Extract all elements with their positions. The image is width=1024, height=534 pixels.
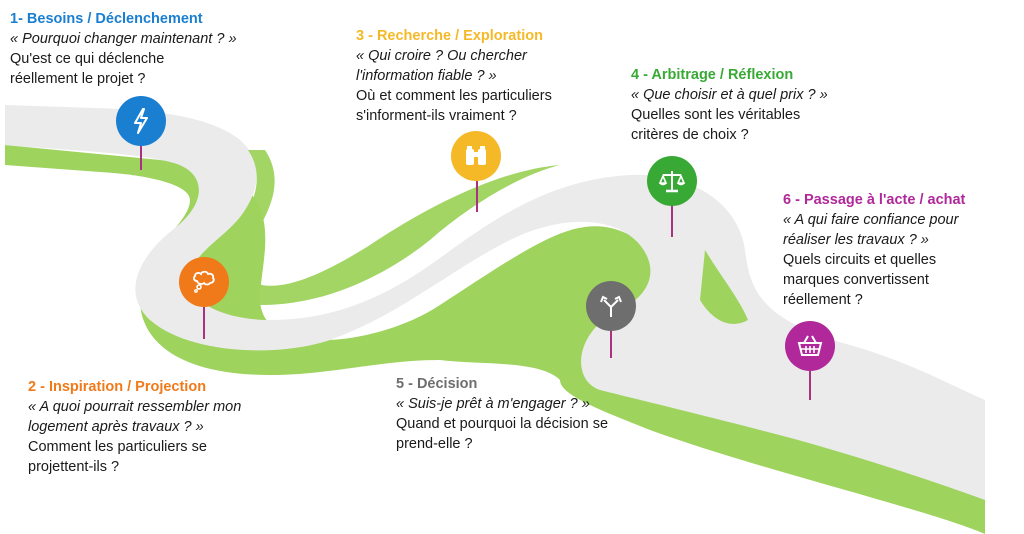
step-3-desc-line-2: s'informent-ils vraiment ? bbox=[356, 108, 517, 124]
badge-step-4 bbox=[647, 156, 697, 206]
road-surface bbox=[5, 105, 985, 500]
step-4-desc-line-1: Quelles sont les véritables bbox=[631, 107, 801, 123]
step-1-desc-line-1: Qu'est ce qui déclenche bbox=[10, 51, 165, 67]
step-6-desc-line-3: réellement ? bbox=[783, 292, 863, 308]
step-5-desc-line-2: prend-elle ? bbox=[396, 436, 473, 452]
step-2-title: 2 - Inspiration / Projection bbox=[28, 379, 207, 395]
step-6-question-line-1: « A qui faire confiance pour bbox=[783, 212, 959, 228]
step-3-question-line-2: l'information fiable ? » bbox=[356, 68, 497, 84]
badge-step-5 bbox=[586, 281, 636, 331]
step-6-title: 6 - Passage à l'acte / achat bbox=[783, 192, 966, 208]
road-right-band bbox=[700, 250, 748, 324]
step-6-question-line-2: réaliser les travaux ? » bbox=[783, 232, 929, 248]
step-5-text: 5 - Décision « Suis-je prêt à m'engager … bbox=[396, 374, 656, 454]
step-2-question-line-1: « A quoi pourrait ressembler mon bbox=[28, 399, 242, 415]
pin-step-5 bbox=[610, 330, 612, 358]
pin-step-3 bbox=[476, 180, 478, 212]
step-5-desc-line-1: Quand et pourquoi la décision se bbox=[396, 416, 609, 432]
binoculars-icon bbox=[466, 146, 486, 165]
pin-step-2 bbox=[203, 307, 205, 339]
step-4-desc-line-2: critères de choix ? bbox=[631, 127, 749, 143]
step-2-question-line-2: logement après travaux ? » bbox=[28, 419, 204, 435]
step-6-text: 6 - Passage à l'acte / achat « A qui fai… bbox=[783, 190, 1013, 310]
step-1-text: 1- Besoins / Déclenchement « Pourquoi ch… bbox=[10, 9, 270, 89]
split-arrow-icon bbox=[600, 295, 622, 317]
step-1-title: 1- Besoins / Déclenchement bbox=[10, 11, 203, 27]
step-5-title: 5 - Décision bbox=[396, 376, 478, 392]
badge-step-1 bbox=[116, 96, 166, 146]
step-2-text: 2 - Inspiration / Projection « A quoi po… bbox=[28, 377, 298, 477]
step-6-desc-line-2: marques convertissent bbox=[783, 272, 929, 288]
badge-step-6 bbox=[785, 321, 835, 371]
basket-icon bbox=[797, 335, 823, 356]
step-6-desc-line-1: Quels circuits et quelles bbox=[783, 252, 937, 268]
pin-step-6 bbox=[809, 370, 811, 400]
step-4-title: 4 - Arbitrage / Réflexion bbox=[631, 67, 794, 83]
step-2-desc-line-1: Comment les particuliers se bbox=[28, 439, 207, 455]
badge-step-3 bbox=[451, 131, 501, 181]
step-3-title: 3 - Recherche / Exploration bbox=[356, 28, 543, 44]
step-5-question: « Suis-je prêt à m'engager ? » bbox=[396, 396, 590, 412]
thought-bubble-icon bbox=[193, 270, 215, 293]
badge-step-2 bbox=[179, 257, 229, 307]
step-3-question-line-1: « Qui croire ? Ou chercher bbox=[356, 48, 527, 64]
pin-step-4 bbox=[671, 205, 673, 237]
pin-step-1 bbox=[140, 146, 142, 170]
step-2-desc-line-2: projettent-ils ? bbox=[28, 459, 120, 475]
step-3-desc-line-1: Où et comment les particuliers bbox=[356, 88, 552, 104]
scale-icon bbox=[658, 171, 686, 193]
step-4-text: 4 - Arbitrage / Réflexion « Que choisir … bbox=[631, 65, 861, 145]
step-1-question: « Pourquoi changer maintenant ? » bbox=[10, 31, 237, 47]
step-4-question: « Que choisir et à quel prix ? » bbox=[631, 87, 828, 103]
step-1-desc-line-2: réellement le projet ? bbox=[10, 71, 146, 87]
step-3-text: 3 - Recherche / Exploration « Qui croire… bbox=[356, 26, 606, 126]
lightning-icon bbox=[134, 108, 148, 134]
